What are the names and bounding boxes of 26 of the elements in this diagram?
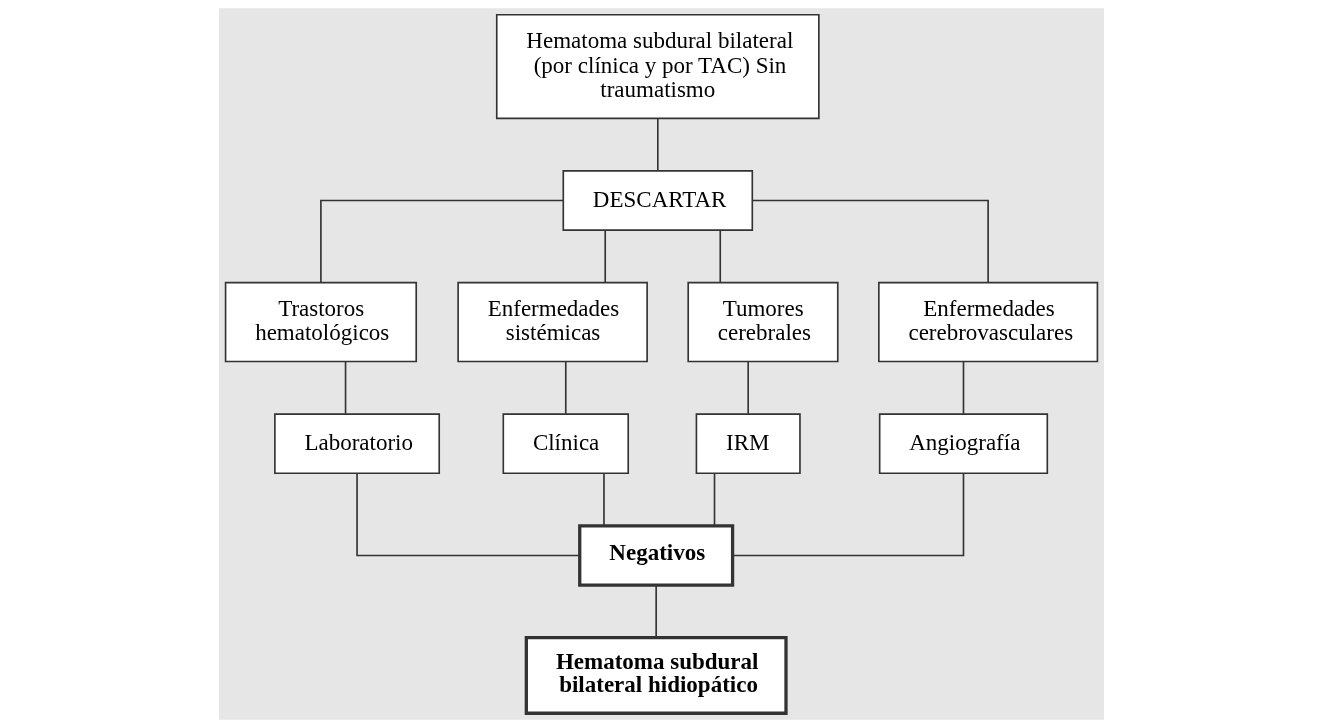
node-box: Hematoma subdural bilateral hidiopático [524,636,788,715]
node-box: Tumores cerebrales [686,281,839,363]
connector [713,472,715,527]
connector [962,361,964,415]
node-box: Trastoros hematológicos [224,281,417,363]
connector [564,361,567,415]
node-box: Angiografía [878,413,1048,475]
node-box: Enfermedades sistémicas [456,281,648,363]
connector [603,229,606,284]
node-box: Negativos [577,524,734,587]
node-box: IRM [695,413,801,475]
connector [654,584,657,639]
node-box: Hematoma subdural bilateral (por clínica y por TAC) Sin traumatismo [495,13,820,120]
connector [656,117,659,172]
node-box: Clínica [502,413,629,475]
connector [355,472,580,557]
node-box: Laboratorio [273,413,440,475]
connector [718,229,721,284]
connector [746,361,749,415]
connector [751,199,989,284]
connector [319,199,564,284]
connector [344,361,346,415]
connector [602,472,605,527]
node-box: Enfermedades cerebrovasculares [877,281,1098,363]
node-box: DESCARTAR [561,170,753,231]
connector [731,472,964,557]
